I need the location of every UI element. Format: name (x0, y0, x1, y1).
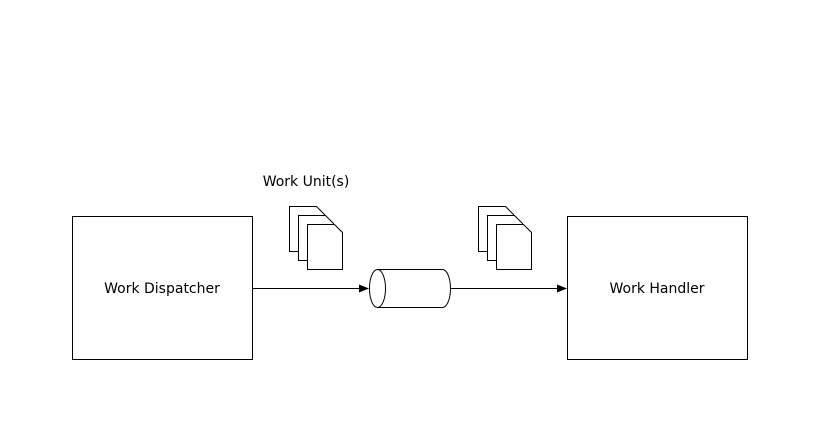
work-dispatcher-node: Work Dispatcher (72, 216, 253, 360)
work-dispatcher-box (72, 216, 253, 360)
work-handler-label: Work Handler (609, 281, 704, 297)
work-dispatcher-label: Work Dispatcher (104, 281, 220, 297)
document-icon (496, 224, 532, 270)
work-handler-box (567, 216, 748, 360)
queue-cylinder-end (369, 269, 386, 308)
work-units-label: Work Unit(s) (263, 174, 350, 190)
work-handler-node: Work Handler (567, 216, 748, 360)
queue-cylinder (369, 269, 451, 308)
document-icon (307, 224, 343, 270)
queue-cylinder-body (377, 269, 451, 308)
work-units-document-stack-right (478, 206, 532, 270)
work-units-document-stack-left (289, 206, 343, 270)
